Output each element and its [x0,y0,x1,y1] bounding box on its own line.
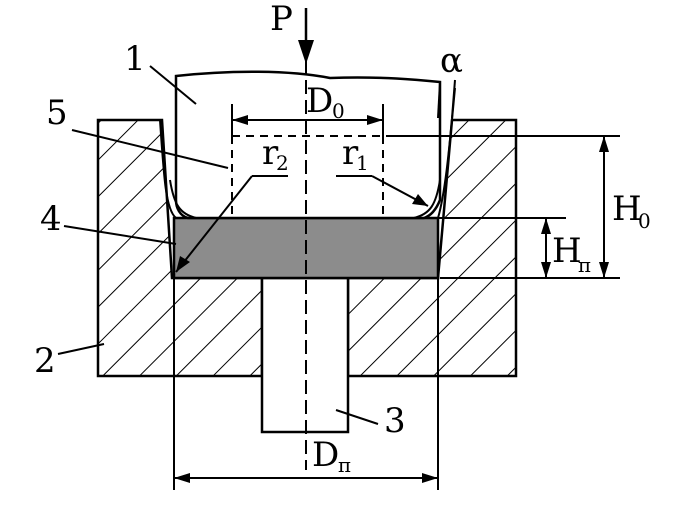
callout-5: 5 [46,93,229,169]
hp-label: H [552,231,582,271]
callout-3: 3 [335,401,406,441]
part-4-label: 4 [40,199,62,239]
r1-radius: r 1 [336,133,429,207]
part-5-label: 5 [46,93,68,133]
d0-dimension: D 0 [231,81,384,136]
force-label: P [270,0,293,39]
r1-subscript: 1 [356,151,369,175]
r1-label: r [342,133,359,173]
angle-alpha: α [437,41,463,119]
r2-subscript: 2 [276,151,289,175]
dp-label: D [312,435,339,475]
alpha-label: α [440,41,463,81]
callout-4: 4 [40,199,177,245]
force-arrow: P [270,0,314,64]
h0-dimension: H 0 [386,135,651,279]
hp-dimension: H п [438,217,591,278]
callout-1: 1 [124,39,197,105]
h0-label: H [612,189,642,229]
dp-dimension: D п [173,278,439,490]
r2-label: r [262,133,279,173]
d0-label: D [306,81,333,121]
h0-subscript: 0 [638,209,651,233]
part-2-label: 2 [34,341,56,381]
r2-radius: r 2 [175,133,289,273]
dp-subscript: п [338,453,351,477]
callout-2: 2 [34,341,105,381]
d0-subscript: 0 [332,99,345,123]
part-1-label: 1 [124,39,146,79]
part-3-label: 3 [384,401,406,441]
hp-subscript: п [578,253,591,277]
